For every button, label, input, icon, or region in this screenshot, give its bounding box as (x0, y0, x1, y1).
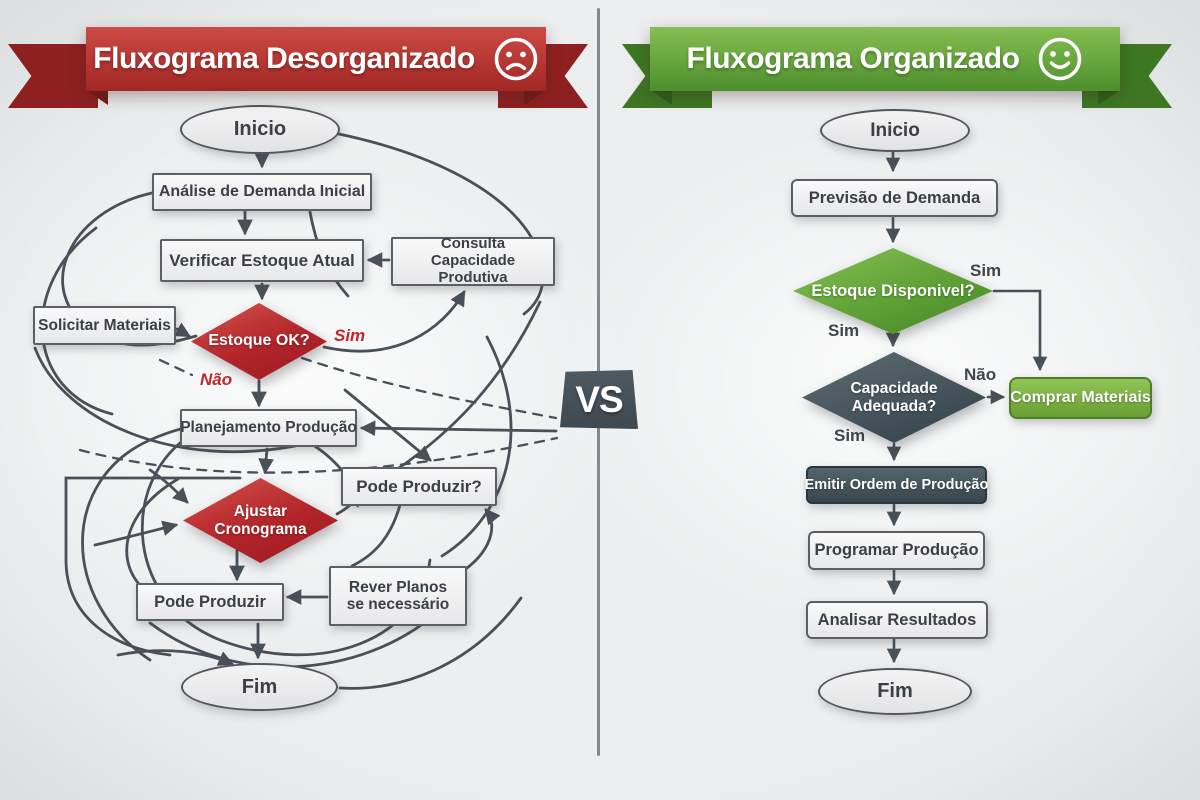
flow-node-previsao-demanda: Previsão de Demanda (791, 179, 998, 217)
edge-label-sim: Sim (334, 326, 365, 346)
edge-label-sim: Sim (834, 426, 865, 446)
right-banner-ribbon: Fluxograma Organizado (600, 27, 1200, 108)
edge-label-nao: Não (200, 370, 232, 390)
flow-node-programar-producao: Programar Produção (808, 531, 985, 570)
left-banner: Fluxograma Desorganizado (86, 27, 546, 91)
flow-decision-ajustar-cronograma: Ajustar Cronograma (183, 478, 338, 563)
node-label: Analisar Resultados (817, 610, 977, 629)
flow-node-pode-produzir-q: Pode Produzir? (341, 467, 497, 506)
flow-node-planejamento: Planejamento Produção (180, 409, 357, 447)
node-label: Inicio (233, 118, 287, 141)
label-text: Sim (970, 261, 1002, 280)
label-text: Sim (334, 326, 366, 345)
label-text: Sim (834, 426, 866, 445)
node-label: Fim (877, 680, 913, 703)
left-dashed-arrows (78, 356, 559, 474)
flow-decision-estoque-disponivel: Estoque Disponivel? (793, 248, 993, 334)
flow-node-start: Inicio (180, 105, 340, 154)
node-label: Estoque OK? (208, 332, 310, 350)
right-flow-arrows (885, 146, 1048, 664)
label-text: Sim (828, 321, 860, 340)
flow-node-analisar-resultados: Analisar Resultados (806, 601, 988, 639)
flow-node-start: Inicio (820, 109, 970, 152)
flow-node-rever-planos: Rever Planos se necessário (329, 566, 467, 626)
flow-decision-capacidade-adequada: Capacidade Adequada? (802, 352, 986, 443)
left-banner-title: Fluxograma Desorganizado (93, 42, 475, 75)
node-label: Programar Produção (814, 541, 979, 560)
label-text: Não (964, 365, 997, 384)
node-label: Ajustar Cronograma (214, 502, 307, 538)
flow-node-analise-demanda: Análise de Demanda Inicial (152, 173, 372, 211)
node-label: Capacidade Adequada? (850, 379, 938, 415)
flow-decision-estoque-ok: Estoque OK? (191, 303, 327, 380)
right-banner: Fluxograma Organizado (650, 27, 1120, 91)
vs-label: VS (575, 378, 623, 420)
node-label: Planejamento Produção (180, 419, 357, 437)
label-text: Não (200, 370, 233, 389)
left-banner-ribbon: Fluxograma Desorganizado (0, 27, 600, 108)
node-label: Pode Produzir (154, 592, 266, 611)
smiley-face-icon (1039, 37, 1082, 81)
flow-node-comprar-materiais: Comprar Materiais (1009, 377, 1152, 419)
flow-node-solicitar-materiais: Solicitar Materiais (33, 306, 176, 345)
node-label: Solicitar Materiais (38, 316, 171, 334)
node-label: Pode Produzir? (356, 476, 482, 496)
node-label: Previsão de Demanda (808, 188, 981, 207)
node-label: Rever Planos se necessário (346, 578, 450, 613)
flow-node-pode-produzir: Pode Produzir (136, 583, 284, 621)
flow-node-consulta-capacidade: Consulta Capacidade Produtiva (391, 235, 555, 286)
node-label: Consulta Capacidade Produtiva (430, 235, 516, 286)
node-label: Fim (241, 675, 278, 698)
node-label: Verificar Estoque Atual (169, 250, 355, 270)
node-label: Emitir Ordem de Produção (804, 476, 989, 493)
edge-label-nao: Não (964, 365, 996, 385)
sad-face-icon (494, 37, 538, 81)
flow-node-end: Fim (181, 663, 338, 711)
flow-node-end: Fim (818, 668, 972, 715)
vs-badge: VS (560, 370, 638, 429)
right-banner-title: Fluxograma Organizado (686, 42, 1020, 75)
node-label: Estoque Disponivel? (811, 281, 975, 300)
node-label: Inicio (870, 119, 920, 141)
edge-label-sim: Sim (828, 321, 859, 341)
node-label: Comprar Materiais (1010, 389, 1151, 407)
flow-node-emitir-ordem: Emitir Ordem de Produção (804, 466, 989, 504)
edge-label-sim: Sim (970, 261, 1001, 281)
flow-node-verificar-estoque: Verificar Estoque Atual (160, 239, 364, 282)
node-label: Análise de Demanda Inicial (158, 183, 366, 201)
